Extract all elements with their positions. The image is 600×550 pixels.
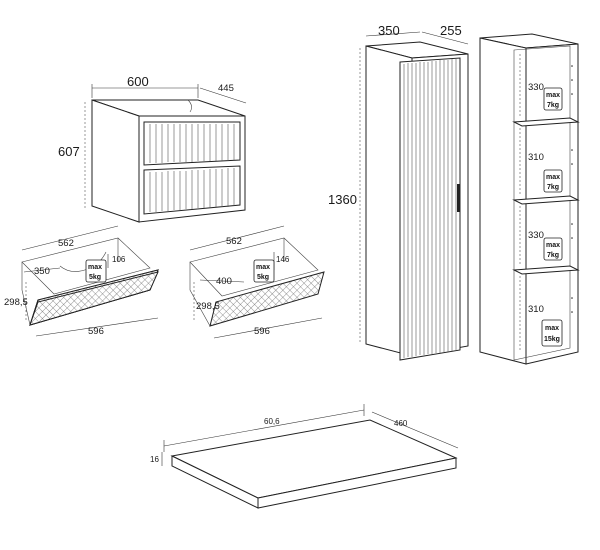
- drawer-top-depth: 350: [34, 266, 50, 277]
- drawer-top-inner-width: 562: [58, 238, 74, 249]
- tall-cabinet-depth-label: 255: [440, 23, 462, 38]
- shelf-1-load: 7kg: [547, 102, 559, 109]
- vanity-width-label: 600: [127, 74, 149, 89]
- shelf-gap-3: 330: [528, 230, 544, 241]
- countertop-thickness-label: 16: [150, 455, 159, 464]
- drawer-top-diagram: 562 350 106 298,5 596 max 5kg: [4, 225, 159, 337]
- countertop-depth-label: 460: [394, 419, 408, 428]
- drawer-bottom-outer-width: 596: [254, 326, 270, 337]
- vanity-cabinet: 600 445 607: [58, 74, 247, 223]
- shelf-3-weight-icon: max 7kg: [543, 237, 563, 261]
- shelf-4-weight-icon: max 15kg: [541, 319, 563, 347]
- tall-cabinet-door-slats: [403, 59, 457, 358]
- tall-cabinet: 350 255 1360: [328, 23, 469, 361]
- shelf-gap-4: 310: [528, 304, 544, 315]
- drawer-bottom-side-height: 298,5: [196, 301, 220, 312]
- shelf-pin-holes: [571, 65, 573, 313]
- drawer-bottom-depth: 400: [216, 276, 232, 287]
- shelf-gap-1: 330: [528, 82, 544, 93]
- vanity-height-label: 607: [58, 144, 80, 159]
- drawer-bottom-height: 146: [276, 255, 290, 264]
- drawer-top-height: 106: [112, 255, 126, 264]
- drawer-bottom-inner-width: 562: [226, 236, 242, 247]
- drawer-top-side-height: 298,5: [4, 297, 28, 308]
- vanity-depth-label: 445: [218, 83, 234, 94]
- shelf-4-max-label: max: [545, 325, 559, 332]
- drawer-top-weight-icon: max 5kg: [85, 259, 107, 283]
- shelf-4-load: 15kg: [544, 336, 560, 343]
- drawer-bottom-max-label: max: [256, 264, 270, 271]
- vanity-front-slats: [149, 124, 235, 212]
- shelf-3-load: 7kg: [547, 252, 559, 259]
- shelf-3-max-label: max: [546, 242, 560, 249]
- drawer-top-max-weight: 5kg: [89, 274, 101, 281]
- countertop: 60,6 460 16: [150, 404, 459, 509]
- tall-cabinet-width-label: 350: [378, 23, 400, 38]
- countertop-width-label: 60,6: [264, 417, 280, 426]
- tall-cabinet-handle: [457, 184, 460, 212]
- shelf-2-load: 7kg: [547, 184, 559, 191]
- drawer-bottom-diagram: 562 400 146 298,5 596 max 5kg: [189, 225, 325, 339]
- shelf-gap-2: 310: [528, 152, 544, 163]
- drawer-bottom-max-weight: 5kg: [257, 274, 269, 281]
- shelf-1-weight-icon: max 7kg: [543, 87, 563, 111]
- tall-cabinet-height-label: 1360: [328, 192, 357, 207]
- open-shelf-unit: 330 310 330 310 max 7kg max 7kg max 7kg …: [479, 33, 580, 365]
- shelf-2-max-label: max: [546, 174, 560, 181]
- shelf-1-max-label: max: [546, 92, 560, 99]
- shelf-2-weight-icon: max 7kg: [543, 169, 563, 193]
- drawer-bottom-weight-icon: max 5kg: [253, 259, 275, 283]
- drawer-top-outer-width: 596: [88, 326, 104, 337]
- drawer-top-max-label: max: [88, 264, 102, 271]
